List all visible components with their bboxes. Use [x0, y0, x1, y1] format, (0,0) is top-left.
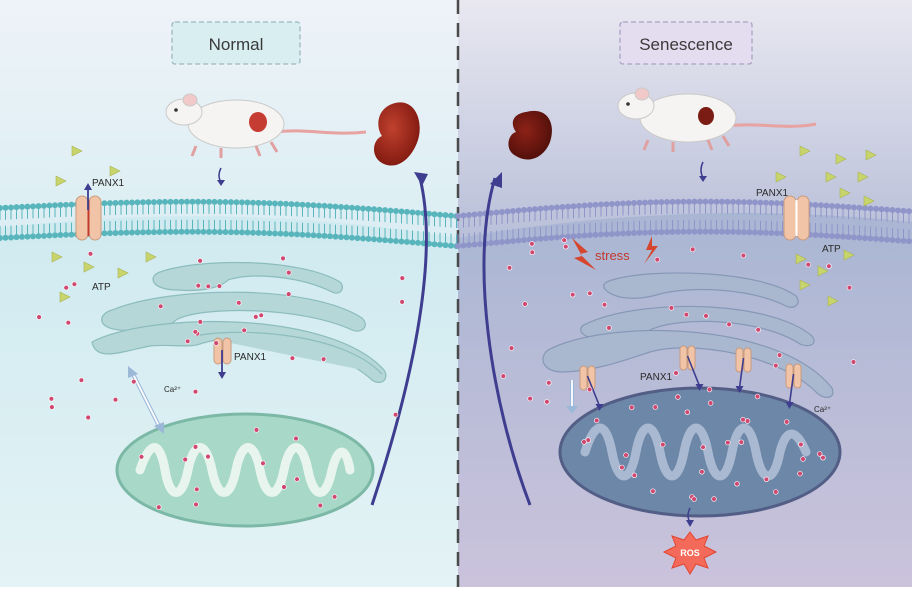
senescence-feedback-arrowhead	[490, 172, 502, 188]
senescence-mouse-icon	[617, 87, 817, 152]
ros-label: ROS	[680, 548, 700, 558]
senescence-atp-label: ATP	[822, 244, 841, 255]
senescence-er-panx1-channels	[579, 345, 802, 411]
stress-lightning-bolt-icon	[572, 236, 658, 270]
normal-feedback-arrowhead	[414, 172, 428, 186]
senescence-feedback-arrow	[482, 177, 532, 506]
normal-kidney-icon	[374, 102, 420, 166]
calcium-dots	[36, 237, 857, 510]
stress-label: stress	[595, 248, 630, 263]
normal-er-stack	[91, 261, 387, 383]
ros-star-icon	[662, 531, 718, 575]
senescence-panx1-channel-icon	[783, 195, 810, 241]
senescence-calcium-label: Ca²⁺	[814, 405, 831, 414]
normal-panx1-top-label: PANX1	[92, 178, 124, 189]
senescence-er-panx1-label: PANX1	[640, 372, 672, 383]
normal-mitochondrion	[115, 412, 375, 528]
normal-title: Normal	[209, 35, 264, 54]
normal-atp-label: ATP	[92, 282, 111, 293]
normal-mouse-icon	[165, 93, 367, 158]
senescence-title-box: Senescence	[619, 21, 753, 65]
normal-cell-membrane	[0, 198, 460, 250]
senescence-mitochondrion	[558, 386, 842, 518]
senescence-title: Senescence	[639, 35, 733, 54]
normal-er-panx1-label: PANX1	[234, 352, 266, 363]
normal-calcium-label: Ca²⁺	[164, 385, 181, 394]
senescence-panx1-top-label: PANX1	[756, 188, 788, 199]
normal-feedback-arrow	[370, 177, 428, 506]
normal-title-box: Normal	[171, 21, 301, 65]
normal-panx1-channel-icon	[75, 195, 102, 241]
atp-triangles	[51, 145, 877, 307]
senescence-kidney-icon	[508, 110, 552, 160]
